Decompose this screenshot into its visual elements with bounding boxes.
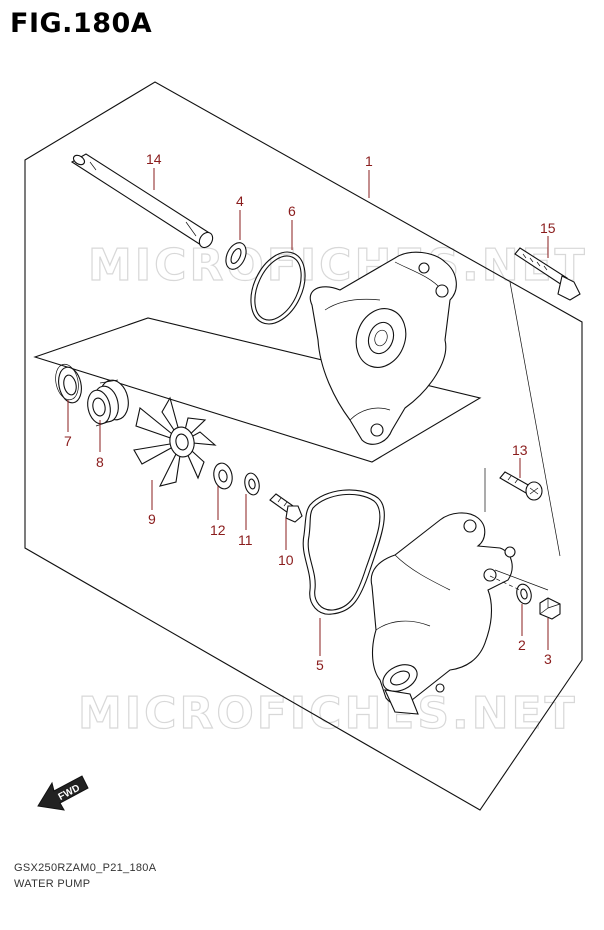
callout-1: 1	[365, 153, 373, 169]
callout-5: 5	[316, 657, 324, 673]
callout-2: 2	[518, 637, 526, 653]
callout-4: 4	[236, 193, 244, 209]
fwd-arrow-icon: FWD	[37, 775, 89, 811]
washer-part	[225, 242, 247, 270]
long-bolt-part	[514, 247, 581, 301]
callout-15: 15	[540, 220, 556, 236]
pump-cover-part	[370, 512, 516, 715]
drain-washer-part	[516, 583, 532, 605]
callout-6: 6	[288, 203, 296, 219]
fwd-label: FWD	[57, 783, 82, 803]
small-washer-part	[244, 472, 260, 496]
footer-part-name: WATER PUMP	[14, 878, 91, 890]
bolt-alignment-line	[484, 281, 561, 591]
bolt-alignment-dashes	[489, 575, 521, 591]
oil-seal-part	[55, 363, 82, 404]
callout-7: 7	[64, 433, 72, 449]
o-ring-part	[250, 251, 306, 325]
callout-12: 12	[210, 522, 226, 538]
cover-o-ring-part	[302, 489, 385, 615]
outer-assembly-frame	[24, 81, 583, 811]
drain-bolt-part	[539, 597, 561, 620]
callout-14: 14	[146, 151, 162, 167]
pump-body-part	[309, 251, 457, 445]
impeller-bolt-part	[269, 493, 303, 523]
mechanical-seal-part	[87, 379, 129, 427]
impeller-washer-part	[213, 462, 233, 490]
watermark-bottom: MICROFICHES.NET	[78, 688, 578, 739]
shaft-part	[70, 153, 214, 249]
figure-title: FIG.180A	[10, 8, 153, 39]
cover-bolt-part	[499, 471, 543, 501]
footer-part-code: GSX250RZAM0_P21_180A	[14, 862, 157, 874]
callout-leaders	[67, 168, 549, 656]
callout-9: 9	[148, 511, 156, 527]
inner-assembly-frame	[33, 317, 482, 463]
callout-3: 3	[544, 651, 552, 667]
watermark-top: MICROFICHES.NET	[88, 240, 588, 291]
callout-13: 13	[512, 442, 528, 458]
impeller-part	[133, 396, 217, 487]
callout-11: 11	[238, 532, 253, 548]
callout-10: 10	[278, 552, 294, 568]
callout-8: 8	[96, 454, 104, 470]
